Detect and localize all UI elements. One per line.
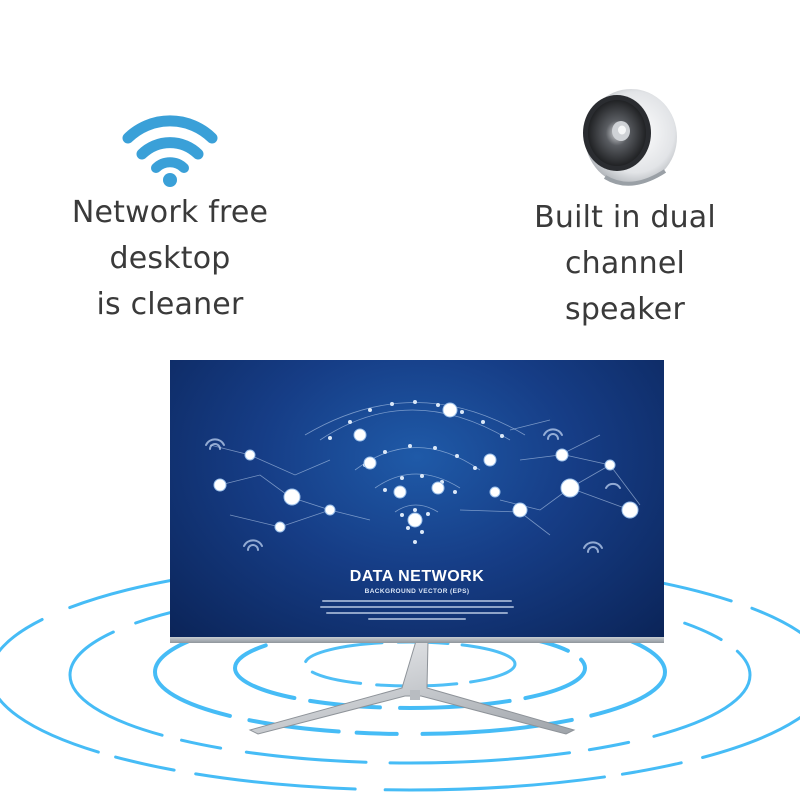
feature-speaker-line1: Built in dual channel (534, 200, 716, 281)
screen-fine-print-line (320, 606, 514, 608)
feature-network-line1: Network free desktop (71, 195, 269, 276)
speaker-icon (583, 89, 677, 186)
feature-network-free: Network free desktop is cleaner (20, 110, 320, 328)
feature-speaker-line2: speaker (564, 292, 685, 327)
monitor-screen: DATA NETWORK BACKGROUND VECTOR (EPS) (170, 360, 664, 637)
network-graphic (205, 400, 641, 553)
wifi-icon (122, 115, 218, 187)
screen-title: DATA NETWORK (349, 568, 485, 585)
monitor: DATA NETWORK BACKGROUND VECTOR (EPS) (170, 360, 664, 643)
screen-fine-print-line (326, 612, 508, 614)
feature-speaker-text: Built in dual channel speaker (470, 195, 780, 333)
feature-network-text: Network free desktop is cleaner (20, 190, 320, 328)
screen-subtitle: BACKGROUND VECTOR (EPS) (364, 588, 470, 595)
monitor-bezel (170, 637, 664, 643)
screen-fine-print-line (322, 600, 512, 602)
feature-network-line2: is cleaner (96, 287, 244, 322)
feature-dual-speaker: Built in dual channel speaker (470, 75, 780, 333)
screen-fine-print-line (368, 618, 466, 620)
